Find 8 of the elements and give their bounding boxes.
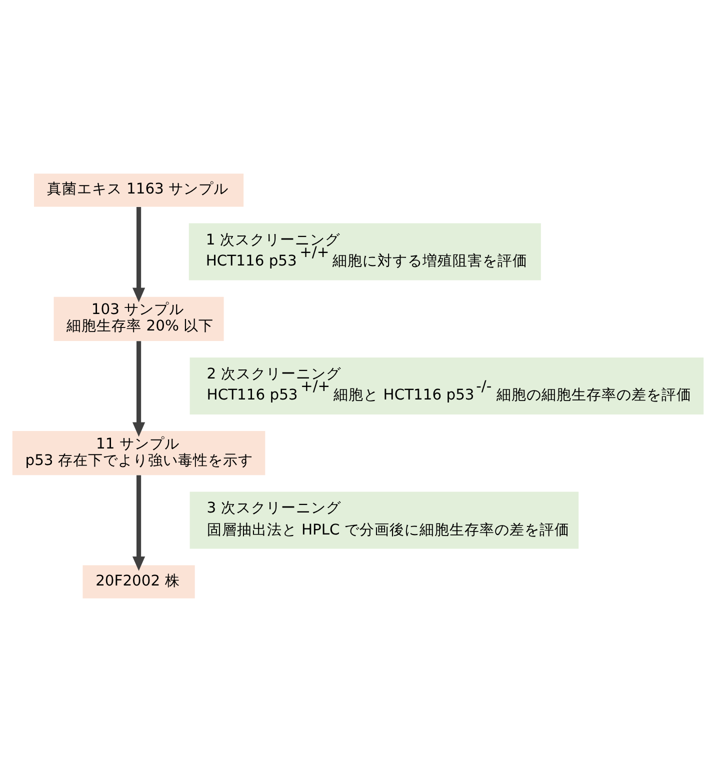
node-box: 真菌エキス 1163 サンプル xyxy=(34,173,244,206)
node-box: 3 次スクリーニング 固層抽出法と HPLC で分画後に細胞生存率の差を評価 xyxy=(190,491,579,548)
node-box: 20F2002 株 xyxy=(82,564,195,598)
arrow xyxy=(132,340,146,436)
node-box: 11 サンプル p53 存在下でより強い毒性を示す xyxy=(12,430,266,475)
node-box: 103 サンプル 細胞生存率 20% 以下 xyxy=(54,296,224,340)
arrow xyxy=(132,474,146,570)
arrow xyxy=(132,206,146,302)
